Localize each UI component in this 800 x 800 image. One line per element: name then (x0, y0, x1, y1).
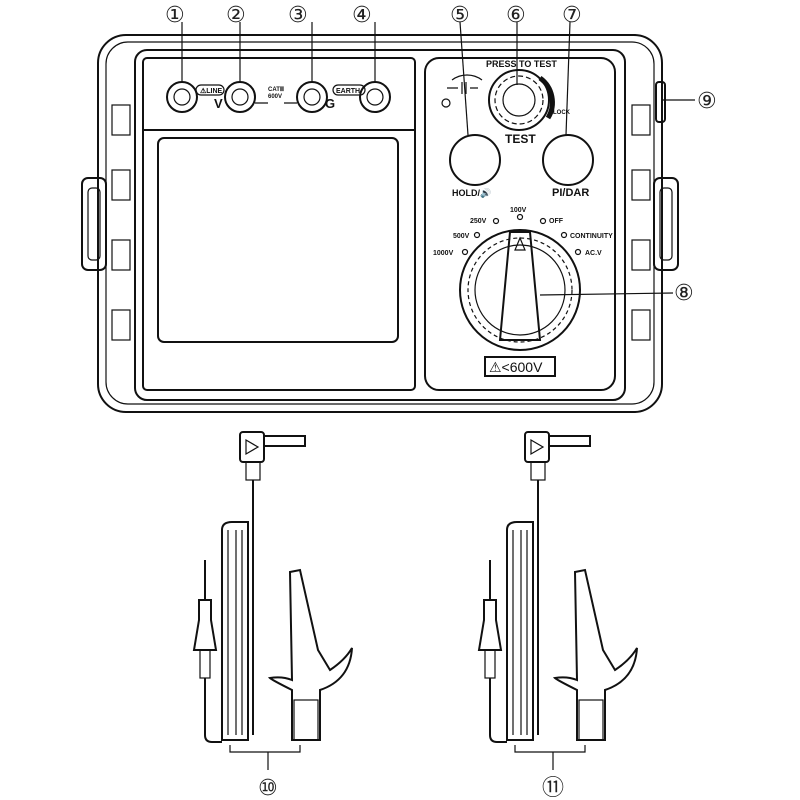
callout-8: ⑧ (674, 281, 694, 306)
label-hold: HOLD/🔊 (452, 187, 491, 199)
callout-11: ⑪ (542, 776, 564, 800)
callout-9: ⑨ (697, 89, 717, 114)
range-continuity: CONTINUITY (570, 233, 613, 240)
terminal-line[interactable] (166, 81, 198, 113)
callout-6: ⑥ (506, 3, 526, 28)
label-lock: LOCK (553, 110, 571, 116)
lcd-display (157, 137, 399, 343)
right-handle (653, 177, 679, 271)
callout-10: ⑩ (258, 776, 278, 800)
range-500v: 500V (453, 233, 470, 240)
label-test: TEST (505, 132, 536, 146)
terminal-g[interactable] (296, 81, 328, 113)
terminal-v[interactable] (224, 81, 256, 113)
pi-dar-button[interactable] (542, 134, 594, 186)
range-100v: 100V (510, 207, 527, 214)
range-selector-dial[interactable] (459, 229, 581, 351)
left-handle (81, 177, 107, 271)
test-knob[interactable] (488, 69, 555, 131)
callout-1: ① (165, 3, 185, 28)
terminal-earth[interactable] (359, 81, 391, 113)
high-voltage-icon (447, 74, 483, 94)
callout-3: ③ (288, 3, 308, 28)
callout-lines (181, 21, 695, 296)
hold-button[interactable] (449, 134, 501, 186)
label-g: G (325, 96, 335, 111)
label-line: ⚠LINE (200, 87, 223, 95)
range-off: OFF (549, 218, 564, 225)
callout-5: ⑤ (450, 3, 470, 28)
callout-4: ④ (352, 3, 372, 28)
label-v: V (214, 96, 223, 111)
label-press-to-test: PRESS TO TEST (486, 59, 557, 69)
callout-2: ② (226, 3, 246, 28)
warning-box (484, 356, 556, 377)
range-acv: AC.V (585, 250, 602, 257)
test-lead-1 (193, 431, 353, 753)
test-lead-2 (478, 431, 638, 753)
indicator-led (441, 98, 451, 108)
tester-body (81, 34, 679, 413)
range-250v: 250V (470, 218, 487, 225)
label-pi-dar: PI/DAR (552, 187, 589, 199)
label-cat: CATⅢ (268, 86, 284, 93)
range-1000v: 1000V (433, 250, 454, 257)
callout-7: ⑦ (562, 3, 582, 28)
label-earth: EARTH (336, 88, 360, 95)
label-cat-voltage: 600V (268, 94, 282, 100)
warning-label: ⚠<600V (489, 359, 543, 375)
